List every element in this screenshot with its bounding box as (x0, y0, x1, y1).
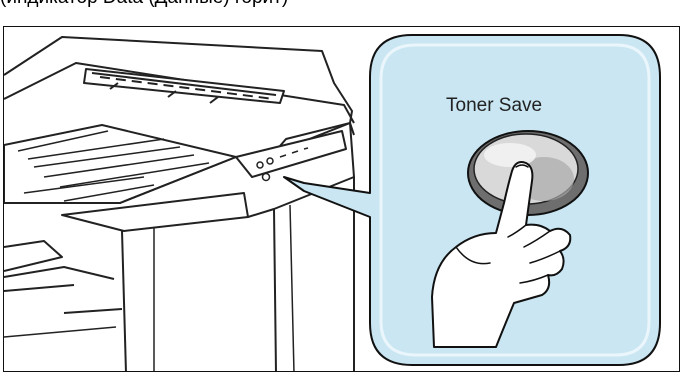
toner-save-illustration (4, 27, 680, 372)
page-caption: (индикатор Data (Данные) горит) (0, 0, 684, 9)
illustration-frame: Toner Save (3, 26, 680, 372)
printer-illustration (4, 37, 354, 372)
toner-save-label: Toner Save (446, 95, 596, 117)
